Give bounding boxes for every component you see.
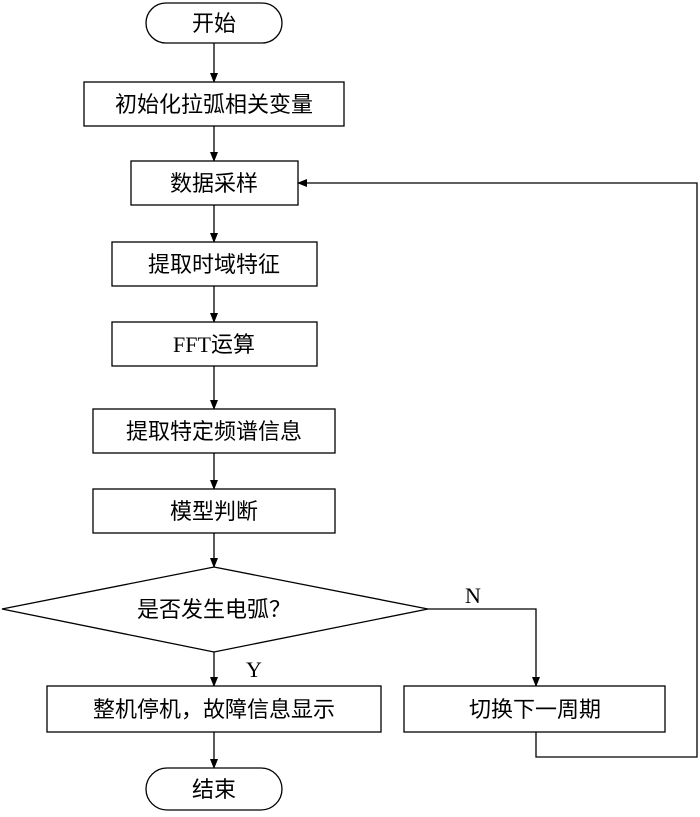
- decision-label: 是否发生电弧？: [137, 598, 291, 623]
- yes-action-label: 整机停机，故障信息显示: [93, 698, 335, 723]
- step-fft: [111, 321, 318, 367]
- yes-label: Y: [246, 657, 262, 682]
- step-init-label: 初始化拉弧相关变量: [115, 93, 313, 118]
- start-label: 开始: [192, 12, 236, 37]
- step-model: [92, 488, 336, 534]
- step-time-features-label: 提取时域特征: [148, 253, 280, 278]
- yes-action-box: [46, 685, 382, 733]
- step-init: [83, 81, 345, 127]
- end-terminal: [145, 767, 283, 811]
- arrow-loop-back: [297, 179, 698, 758]
- no-action-box: [403, 685, 666, 733]
- step-sampling-label: 数据采样: [170, 172, 258, 197]
- no-action-label: 切换下一周期: [469, 698, 601, 723]
- no-label: N: [465, 583, 481, 608]
- step-spectrum: [92, 408, 336, 454]
- end-label: 结束: [192, 778, 236, 803]
- step-spectrum-label: 提取特定频谱信息: [126, 420, 302, 445]
- step-time-features: [111, 241, 318, 287]
- arrow-decision-no: [428, 608, 540, 687]
- step-model-label: 模型判断: [170, 500, 258, 525]
- step-fft-label: FFT运算: [173, 332, 255, 357]
